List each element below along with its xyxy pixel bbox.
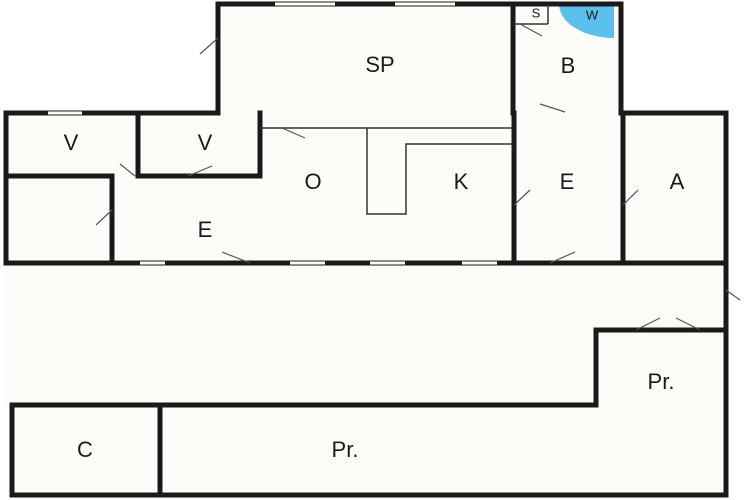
- room-label-k: K: [454, 169, 469, 194]
- floor-areas: [6, 4, 726, 495]
- room-labels: SP B S W V V O K E E A Pr. Pr. C: [64, 5, 685, 461]
- room-label-v2: V: [198, 130, 213, 155]
- doors: [95, 23, 741, 331]
- room-label-w: W: [586, 7, 599, 22]
- room-label-a: A: [670, 169, 685, 194]
- room-label-b: B: [561, 53, 576, 78]
- room-label-sp: SP: [365, 52, 394, 77]
- room-label-e2: E: [560, 169, 575, 194]
- room-label-v1: V: [64, 130, 79, 155]
- room-label-o: O: [304, 169, 321, 194]
- room-label-e1: E: [198, 217, 213, 242]
- kitchen-counter: [260, 127, 513, 215]
- room-label-s: S: [532, 5, 541, 20]
- room-label-pr1: Pr.: [648, 369, 675, 394]
- windows: [48, 2, 497, 265]
- shower-area: [559, 4, 614, 38]
- room-label-c: C: [77, 437, 93, 462]
- room-label-pr2: Pr.: [332, 437, 359, 462]
